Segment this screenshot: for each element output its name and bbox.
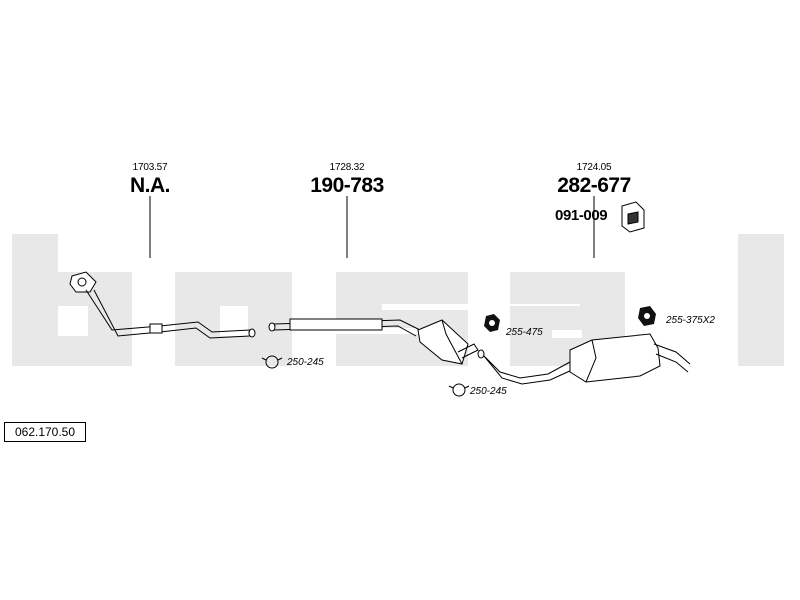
clamp-label: 250-245 — [470, 386, 507, 397]
part-number: 190-783 — [310, 174, 384, 197]
diagram-code: 062.170.50 — [4, 422, 86, 442]
rubber-mount-label: 255-375X2 — [666, 315, 715, 326]
ref-number: 1703.57 — [132, 162, 168, 173]
front-pipe — [69, 271, 256, 339]
rubber-mount-icon — [638, 306, 656, 326]
part-number: N.A. — [130, 174, 171, 197]
clamp-icon — [448, 383, 470, 397]
clamp-icon — [261, 355, 283, 369]
ref-number: 1724.05 — [576, 162, 612, 173]
bracket-icon — [621, 201, 645, 233]
middle-silencer — [268, 318, 479, 365]
ref-number: 1728.32 — [329, 162, 365, 173]
part-number: 282-677 — [557, 174, 631, 197]
rear-silencer — [477, 333, 691, 385]
clamp-label: 250-245 — [287, 357, 324, 368]
rubber-mount-label: 255-475 — [506, 327, 543, 338]
brand-watermark — [12, 234, 784, 366]
rubber-mount-icon — [484, 314, 500, 332]
bracket-part-number: 091-009 — [555, 207, 608, 224]
